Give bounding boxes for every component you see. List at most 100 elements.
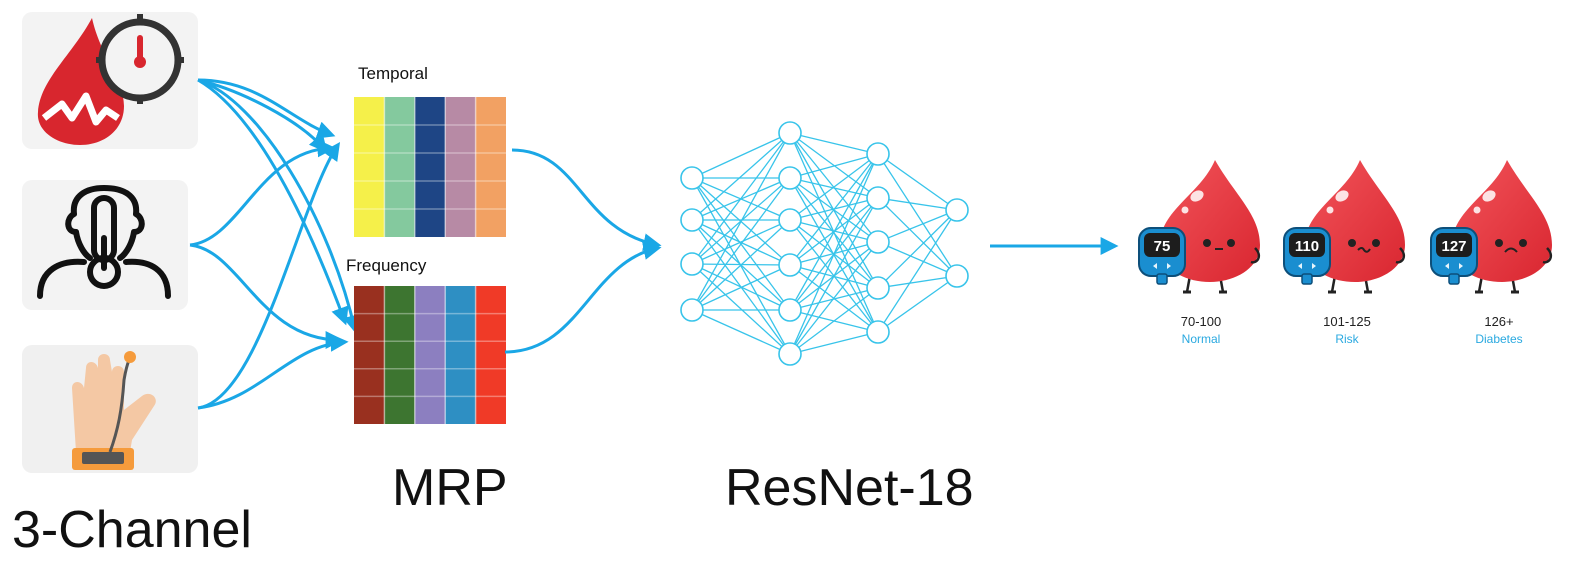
sensor-blood-glucose-timer [22, 12, 198, 149]
drop-highlight [1190, 190, 1204, 202]
network-edge [789, 287, 879, 355]
character-eye [1348, 239, 1356, 247]
character-mouth [1357, 247, 1371, 253]
character-eye [1495, 239, 1503, 247]
network-edge [877, 197, 958, 277]
glucometer-reading: 110 [1295, 238, 1319, 255]
network-node-layer-1 [680, 166, 704, 190]
network-edge [789, 331, 879, 355]
character-arm [1395, 247, 1406, 264]
sensor-body-temperature [22, 180, 188, 310]
outcome-category-diabetes: Diabetes [1475, 332, 1523, 346]
temporal-matrix [354, 97, 506, 237]
network-node-layer-3 [866, 186, 890, 210]
glucometer-icon: 127 [1430, 227, 1478, 285]
network-edge [789, 177, 879, 199]
person-thermometer-icon [37, 185, 171, 299]
network-edge [691, 309, 791, 355]
character-eye [1203, 239, 1211, 247]
network-node-layer-3 [866, 142, 890, 166]
outcome-character-risk: 110 [1283, 160, 1406, 294]
network-edge [877, 241, 958, 277]
frequency-column-4 [445, 286, 476, 424]
network-node-layer-2 [778, 208, 802, 232]
network-edge [789, 153, 879, 179]
mrp-to-network-arrows [504, 148, 662, 354]
mrp-label: MRP [392, 459, 508, 517]
network-edge [691, 219, 791, 311]
temporal-column-5 [475, 97, 506, 237]
drop-highlight [1335, 190, 1349, 202]
network-edge [789, 241, 879, 355]
network-edge [789, 153, 879, 355]
glucometer-icon: 75 [1138, 227, 1186, 285]
blood-drop-clock-icon [37, 14, 184, 145]
channel-label: 3-Channel [12, 501, 252, 559]
frequency-column-1 [354, 286, 385, 424]
glucometer-reading: 127 [1441, 238, 1466, 255]
network-node-layer-2 [778, 298, 802, 322]
frequency-column-2 [384, 286, 415, 424]
character-eye [1227, 239, 1235, 247]
network-edge [691, 132, 791, 221]
network-edge [789, 132, 879, 155]
sensor-pulse-oximeter [22, 345, 198, 473]
network-node-layer-4 [945, 264, 969, 288]
temporal-column-3 [414, 97, 446, 237]
character-eye [1519, 239, 1527, 247]
character-eye [1372, 239, 1380, 247]
frequency-column-3 [414, 286, 446, 424]
network-node-layer-2 [778, 342, 802, 366]
network-node-layer-2 [778, 166, 802, 190]
network-node-layer-1 [680, 298, 704, 322]
drop-highlight-dot [1181, 206, 1189, 214]
temporal-label: Temporal [358, 64, 428, 83]
network-edge [877, 209, 958, 333]
network-node-layer-3 [866, 320, 890, 344]
network-node-layer-1 [680, 252, 704, 276]
network-edge [691, 132, 791, 179]
temporal-column-4 [445, 97, 476, 237]
drop-highlight [1482, 190, 1496, 202]
network-edge [877, 153, 958, 211]
hand-sensor-icon [72, 351, 156, 470]
network-edge [691, 132, 791, 265]
network-edge [691, 177, 791, 355]
glucometer-reading: 75 [1154, 238, 1171, 255]
frequency-label: Frequency [346, 256, 427, 275]
frequency-column-5 [475, 286, 506, 424]
glucometer-icon: 110 [1283, 227, 1331, 285]
resnet-label: ResNet-18 [725, 459, 974, 517]
input-arrows [189, 78, 361, 410]
network-edge [691, 177, 791, 311]
network-edge [691, 263, 791, 355]
network-edge [877, 275, 958, 333]
network-node-layer-1 [680, 208, 704, 232]
glucose-outcomes: 75 110 127 [1138, 160, 1553, 294]
network-edge [691, 132, 791, 311]
drop-highlight-dot [1326, 206, 1334, 214]
character-mouth [1504, 247, 1518, 253]
network-edge [789, 153, 879, 266]
outcome-range-diabetes: 126+ [1484, 314, 1514, 329]
network-node-layer-3 [866, 230, 890, 254]
network-edge [789, 197, 879, 355]
network-node-layer-2 [778, 121, 802, 145]
outcome-character-normal: 75 [1138, 160, 1261, 294]
network-edge [877, 153, 958, 277]
network-edge [877, 209, 958, 289]
drop-highlight-dot [1473, 206, 1481, 214]
character-arm [1542, 247, 1553, 264]
temporal-column-2 [384, 97, 415, 237]
network-node-layer-4 [945, 198, 969, 222]
outcome-range-normal: 70-100 [1180, 314, 1222, 329]
character-arm [1250, 247, 1261, 264]
outcome-category-risk: Risk [1335, 332, 1359, 346]
network-edge [691, 264, 791, 311]
outcome-range-risk: 101-125 [1323, 314, 1371, 329]
outcome-character-diabetes: 127 [1430, 160, 1553, 294]
network-edge [877, 197, 958, 211]
network-edge [877, 209, 958, 243]
network-edge [877, 275, 958, 289]
